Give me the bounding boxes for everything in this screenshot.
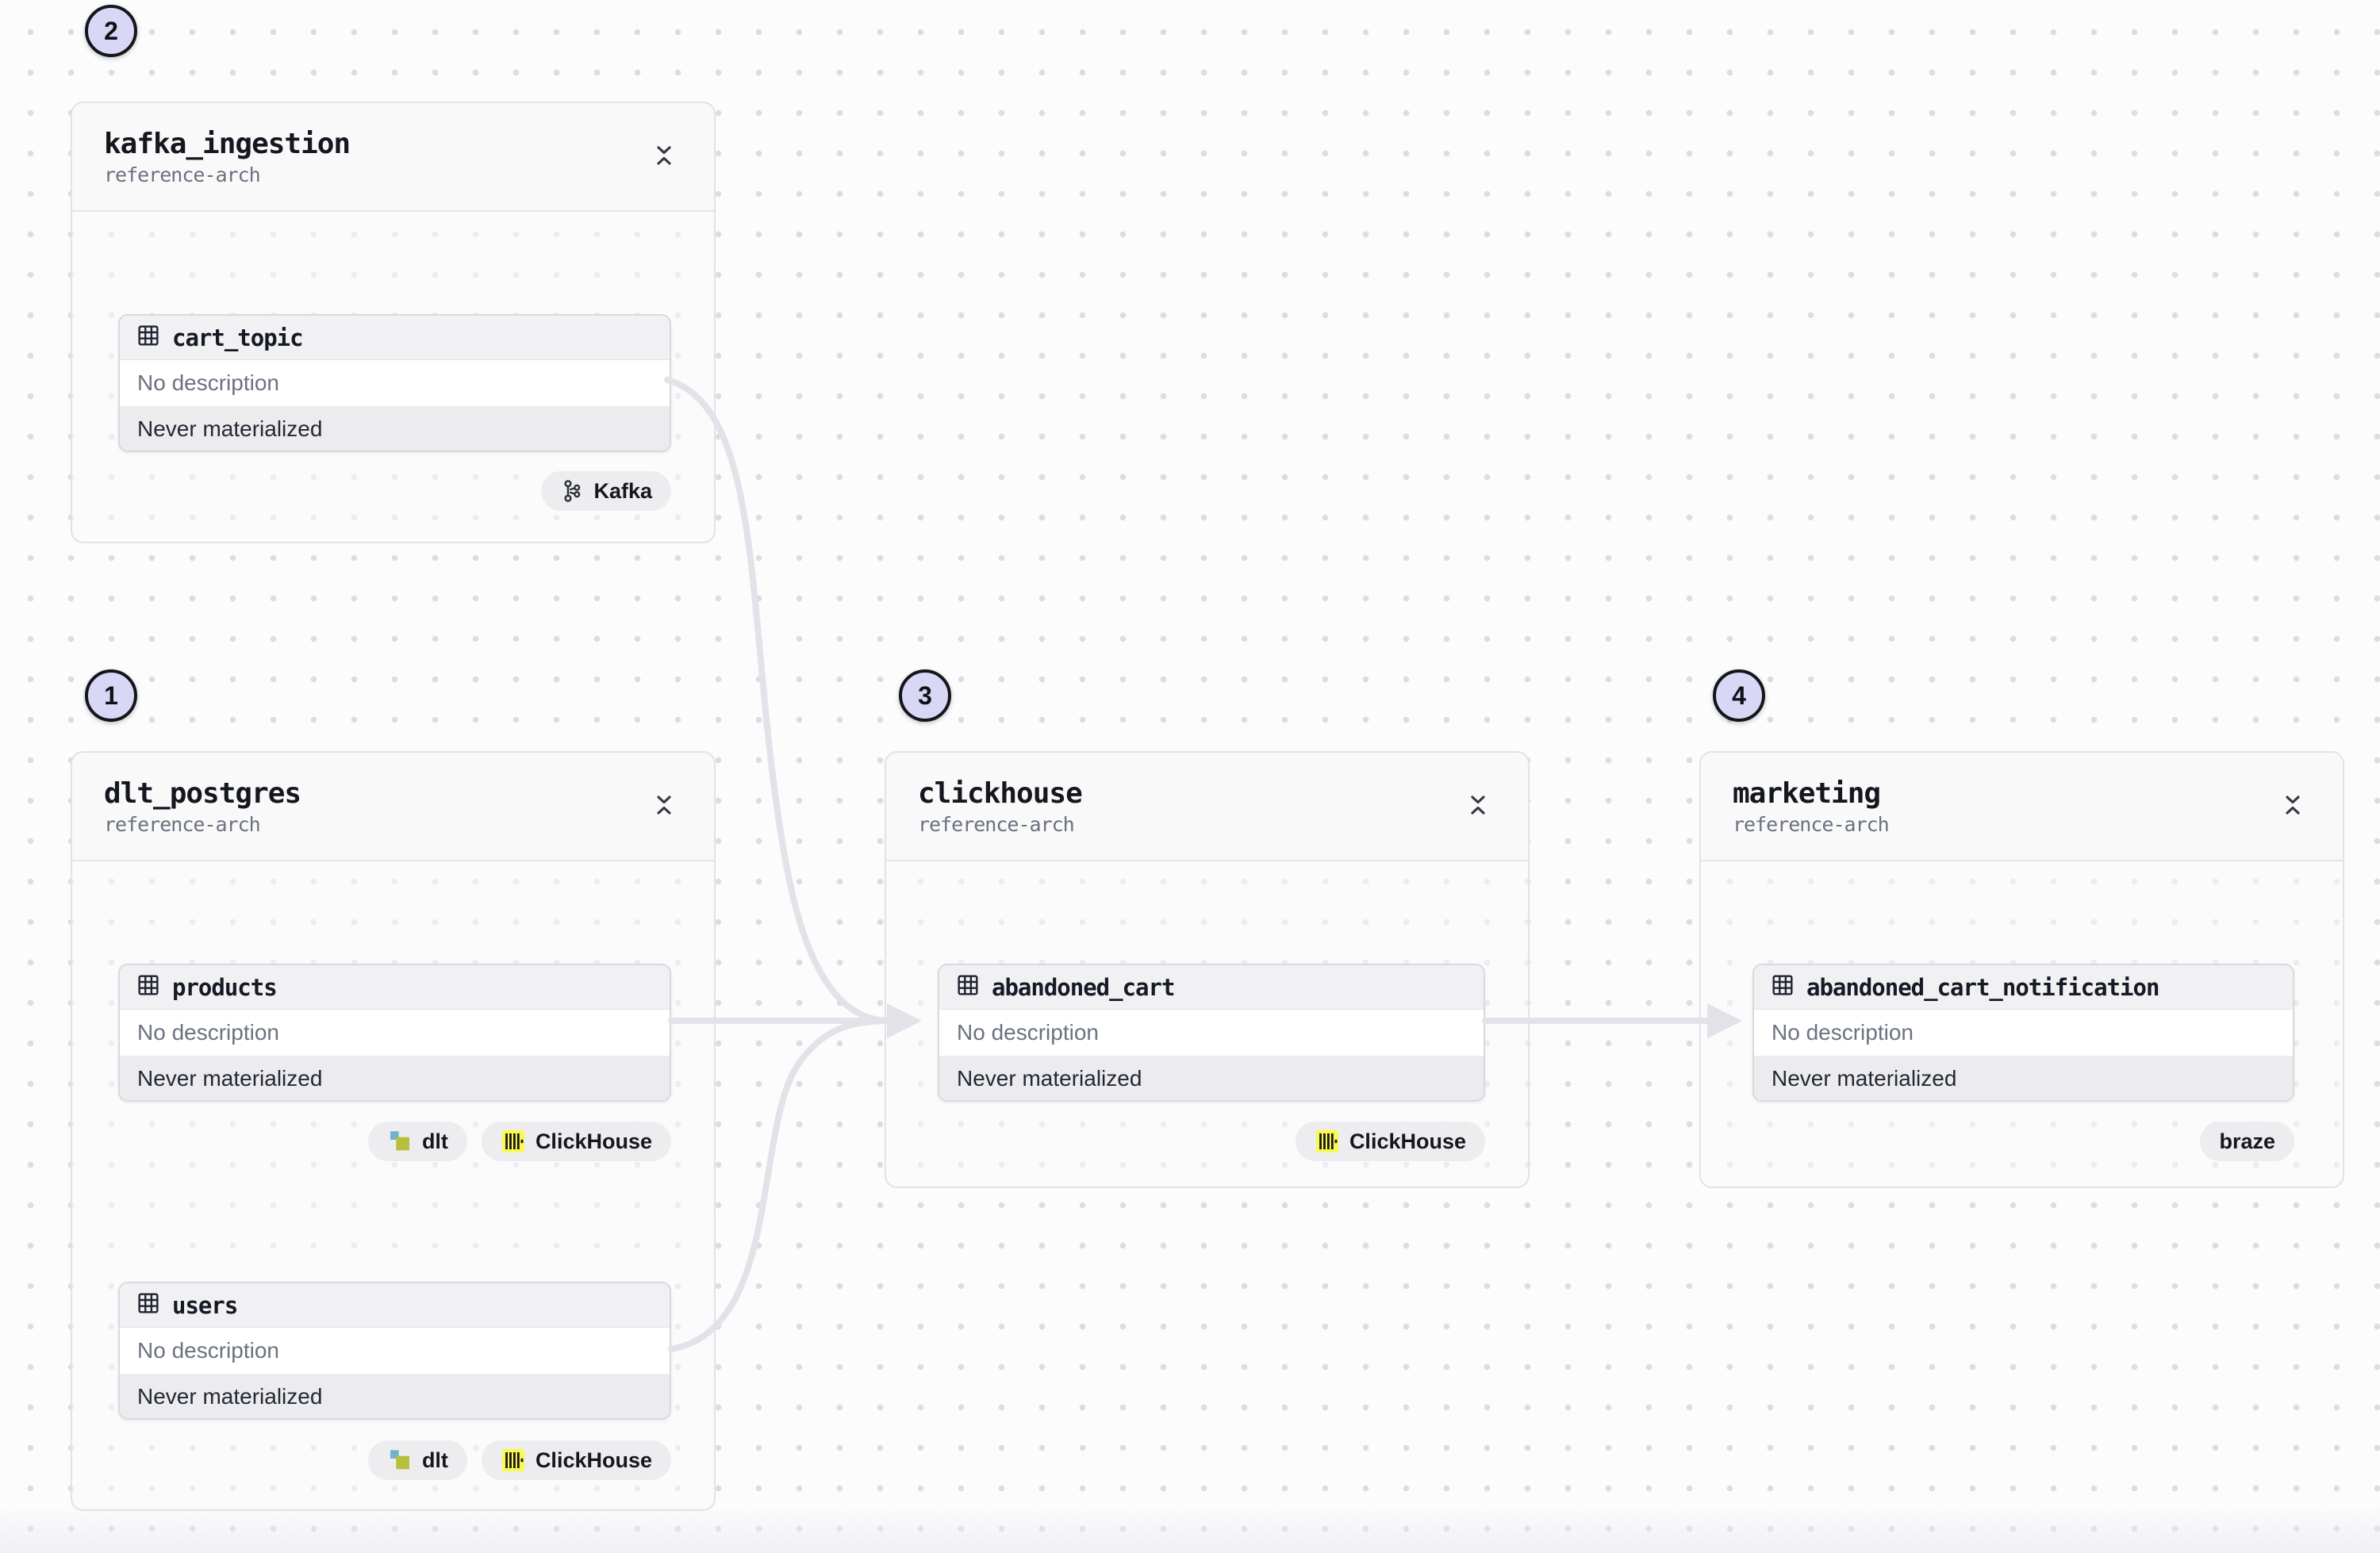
asset-name: products (172, 973, 278, 1001)
asset-description: No description (120, 1328, 670, 1375)
step-badge-1: 1 (85, 669, 137, 722)
group-subtitle: reference-arch (104, 163, 261, 186)
group-subtitle: reference-arch (1733, 812, 1890, 836)
asset-node-cart-topic[interactable]: cart_topic No description Never material… (118, 314, 671, 452)
group-header: clickhouse reference-arch (886, 753, 1528, 861)
group-subtitle: reference-arch (104, 812, 261, 836)
tag-clickhouse: ClickHouse (481, 1440, 671, 1480)
tag-row: braze (1752, 1122, 2294, 1161)
asset-description: No description (120, 1010, 670, 1056)
asset-node-users[interactable]: users No description Never materialized (118, 1282, 671, 1420)
asset-name: cart_topic (172, 324, 304, 351)
group-title: marketing (1733, 776, 1881, 810)
asset-description: No description (939, 1010, 1484, 1056)
asset-name: users (172, 1291, 238, 1319)
asset-name: abandoned_cart (992, 973, 1175, 1001)
asset-name: abandoned_cart_notification (1806, 973, 2159, 1001)
clickhouse-icon (501, 1448, 526, 1473)
tag-label: dlt (421, 1448, 448, 1472)
tag-row: dlt ClickHouse (118, 1440, 671, 1480)
tag-clickhouse: ClickHouse (481, 1122, 671, 1161)
table-icon (1770, 972, 1795, 1002)
clickhouse-icon (1315, 1129, 1340, 1154)
dlt-icon (387, 1448, 413, 1473)
asset-status: Never materialized (1754, 1056, 2293, 1100)
dlt-icon (387, 1129, 413, 1154)
asset-status: Never materialized (120, 1375, 670, 1418)
group-header: dlt_postgres reference-arch (72, 753, 714, 861)
collapse-vertical-icon (1468, 792, 1488, 821)
table-icon (136, 1290, 161, 1320)
tag-row: dlt ClickHouse (118, 1122, 671, 1161)
step-badge-2: 2 (85, 5, 137, 57)
group-title: kafka_ingestion (104, 127, 351, 160)
asset-description: No description (120, 360, 670, 407)
collapse-vertical-icon (2282, 792, 2303, 821)
tag-label: ClickHouse (1349, 1129, 1466, 1153)
collapse-group-button[interactable] (649, 787, 679, 826)
tag-label: dlt (421, 1129, 448, 1153)
tag-clickhouse: ClickHouse (1295, 1122, 1485, 1161)
tag-dlt: dlt (367, 1440, 467, 1480)
step-badge-3: 3 (899, 669, 951, 722)
asset-node-products[interactable]: products No description Never materializ… (118, 964, 671, 1102)
table-icon (136, 323, 161, 352)
tag-label: Kafka (593, 478, 652, 503)
collapse-group-button[interactable] (649, 137, 679, 176)
group-subtitle: reference-arch (918, 812, 1075, 836)
tag-row: Kafka (118, 471, 671, 511)
kafka-icon (560, 479, 584, 503)
asset-node-abandoned-cart-notification[interactable]: abandoned_cart_notification No descripti… (1752, 964, 2294, 1102)
table-icon (955, 972, 981, 1002)
clickhouse-icon (501, 1129, 526, 1154)
group-card-clickhouse[interactable]: clickhouse reference-arch abandoned_cart… (885, 751, 1530, 1188)
asset-status: Never materialized (120, 1056, 670, 1100)
tag-dlt: dlt (367, 1122, 467, 1161)
collapse-vertical-icon (654, 142, 674, 171)
collapse-group-button[interactable] (2278, 787, 2308, 826)
step-badge-4: 4 (1713, 669, 1765, 722)
tag-label: ClickHouse (535, 1448, 652, 1472)
group-header: marketing reference-arch (1701, 753, 2343, 861)
collapse-group-button[interactable] (1463, 787, 1493, 826)
tag-label: ClickHouse (535, 1129, 652, 1153)
tag-braze: braze (2200, 1122, 2294, 1161)
group-title: dlt_postgres (104, 776, 301, 810)
tag-kafka: Kafka (541, 471, 671, 511)
table-icon (136, 972, 161, 1002)
group-header: kafka_ingestion reference-arch (72, 103, 714, 212)
asset-description: No description (1754, 1010, 2293, 1056)
group-card-kafka-ingestion[interactable]: kafka_ingestion reference-arch cart_topi… (71, 102, 716, 543)
asset-node-abandoned-cart[interactable]: abandoned_cart No description Never mate… (938, 964, 1485, 1102)
tag-label: braze (2219, 1129, 2275, 1153)
group-title: clickhouse (918, 776, 1083, 810)
collapse-vertical-icon (654, 792, 674, 821)
group-card-dlt-postgres[interactable]: dlt_postgres reference-arch products No … (71, 751, 716, 1511)
group-card-marketing[interactable]: marketing reference-arch abandoned_cart_… (1699, 751, 2344, 1188)
asset-status: Never materialized (120, 407, 670, 451)
tag-row: ClickHouse (938, 1122, 1485, 1161)
asset-status: Never materialized (939, 1056, 1484, 1100)
